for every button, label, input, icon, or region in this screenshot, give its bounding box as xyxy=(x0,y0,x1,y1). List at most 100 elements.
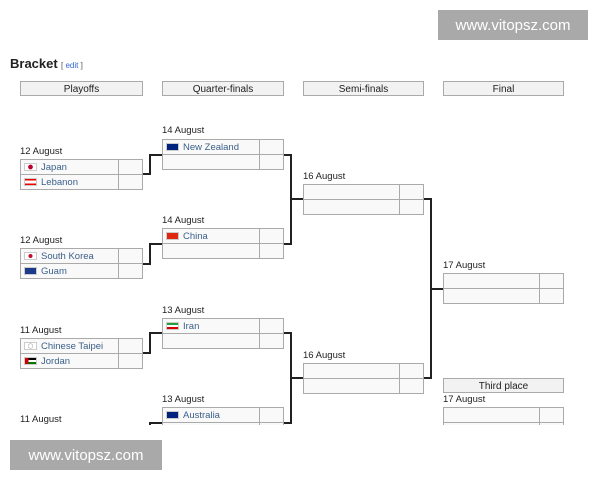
flag-icon xyxy=(166,322,179,330)
flag-icon xyxy=(24,357,37,365)
team-cell xyxy=(444,289,540,303)
score-cell xyxy=(400,200,423,214)
score-cell xyxy=(260,319,283,333)
match-date: 17 August xyxy=(443,394,486,405)
flag-icon xyxy=(166,411,179,419)
team-cell: China xyxy=(163,229,260,243)
team-name[interactable]: Lebanon xyxy=(41,176,78,188)
score-cell xyxy=(260,423,283,425)
team-name[interactable]: South Korea xyxy=(41,250,94,262)
bracket: Bracket [ edit ] Playoffs Quarter-finals… xyxy=(10,56,564,425)
round-header-final: Final xyxy=(443,81,564,96)
round-header-quarterfinals: Quarter-finals xyxy=(162,81,284,96)
score-cell xyxy=(400,185,423,199)
flag-icon xyxy=(24,252,37,260)
team-name[interactable]: Guam xyxy=(41,265,67,277)
score-cell xyxy=(119,249,142,263)
score-cell xyxy=(119,354,142,368)
team-name[interactable]: New Zealand xyxy=(183,141,239,153)
match-date: 16 August xyxy=(303,350,346,361)
playoff-team-row: Guam xyxy=(20,263,143,279)
semifinal-team-row xyxy=(303,184,424,200)
bracket-connectors xyxy=(143,154,443,425)
match-date: 12 August xyxy=(20,235,63,246)
team-cell: Jordan xyxy=(21,354,119,368)
flag-icon xyxy=(24,342,37,350)
third-place-team-row xyxy=(443,407,564,423)
watermark-bottom: www.vitopsz.com xyxy=(10,440,162,470)
score-cell xyxy=(400,379,423,393)
team-cell: Lebanon xyxy=(21,175,119,189)
team-name[interactable]: China xyxy=(183,230,208,242)
team-cell xyxy=(444,408,540,422)
quarterfinal-team-row xyxy=(162,243,284,259)
score-cell xyxy=(540,423,563,425)
third-place-team-row xyxy=(443,422,564,425)
team-name[interactable]: Chinese Taipei xyxy=(41,340,104,352)
final-team-row xyxy=(443,273,564,289)
team-name[interactable]: Iran xyxy=(183,320,200,332)
team-cell xyxy=(304,379,400,393)
team-cell: Iran xyxy=(163,319,260,333)
score-cell xyxy=(119,175,142,189)
semifinal-team-row xyxy=(303,378,424,394)
match-date: 14 August xyxy=(162,125,205,136)
quarterfinal-team-row: China xyxy=(162,228,284,244)
team-cell: Australia xyxy=(163,408,260,422)
team-name[interactable]: Jordan xyxy=(41,355,71,367)
match-date: 11 August xyxy=(20,325,62,336)
flag-icon xyxy=(166,143,179,151)
team-cell xyxy=(304,185,400,199)
match-date: 12 August xyxy=(20,146,63,157)
score-cell xyxy=(540,274,563,288)
match-date: 13 August xyxy=(162,305,205,316)
playoff-team-row: Chinese Taipei xyxy=(20,338,143,354)
round-header-playoffs: Playoffs xyxy=(20,81,143,96)
match-date: 17 August xyxy=(443,260,486,271)
team-cell xyxy=(163,334,260,348)
match-date: 16 August xyxy=(303,171,346,182)
score-cell xyxy=(400,364,423,378)
flag-icon xyxy=(166,232,179,240)
score-cell xyxy=(260,244,283,258)
score-cell xyxy=(260,408,283,422)
final-team-row xyxy=(443,288,564,304)
team-cell xyxy=(304,200,400,214)
quarterfinal-team-row xyxy=(162,422,284,425)
team-cell: South Korea xyxy=(21,249,119,263)
team-cell: Chinese Taipei xyxy=(21,339,119,353)
quarterfinal-team-row: Iran xyxy=(162,318,284,334)
team-cell: New Zealand xyxy=(163,140,260,154)
match-date: 13 August xyxy=(162,394,205,405)
flag-icon xyxy=(24,178,37,186)
team-name[interactable]: Australia xyxy=(183,409,220,421)
team-name[interactable]: Japan xyxy=(41,161,67,173)
round-header-semifinals: Semi-finals xyxy=(303,81,424,96)
semifinal-team-row xyxy=(303,363,424,379)
team-cell: Guam xyxy=(21,264,119,278)
watermark-top: www.vitopsz.com xyxy=(438,10,588,40)
playoff-team-row: Lebanon xyxy=(20,174,143,190)
quarterfinal-team-row xyxy=(162,154,284,170)
edit-link-wrap: [ edit ] xyxy=(61,61,83,70)
match-date: 11 August xyxy=(20,414,62,425)
score-cell xyxy=(119,160,142,174)
quarterfinal-team-row: Australia xyxy=(162,407,284,423)
score-cell xyxy=(119,264,142,278)
semifinal-team-row xyxy=(303,199,424,215)
playoff-team-row: Jordan xyxy=(20,353,143,369)
score-cell xyxy=(260,140,283,154)
score-cell xyxy=(260,155,283,169)
score-cell xyxy=(540,289,563,303)
flag-icon xyxy=(24,163,37,171)
match-date: 14 August xyxy=(162,215,205,226)
team-cell xyxy=(444,423,540,425)
team-cell xyxy=(304,364,400,378)
section-title: Bracket xyxy=(10,56,58,71)
quarterfinal-team-row xyxy=(162,333,284,349)
round-header-third-place: Third place xyxy=(443,378,564,393)
edit-link[interactable]: edit xyxy=(65,61,79,70)
team-cell xyxy=(444,274,540,288)
team-cell xyxy=(163,244,260,258)
team-cell xyxy=(163,155,260,169)
